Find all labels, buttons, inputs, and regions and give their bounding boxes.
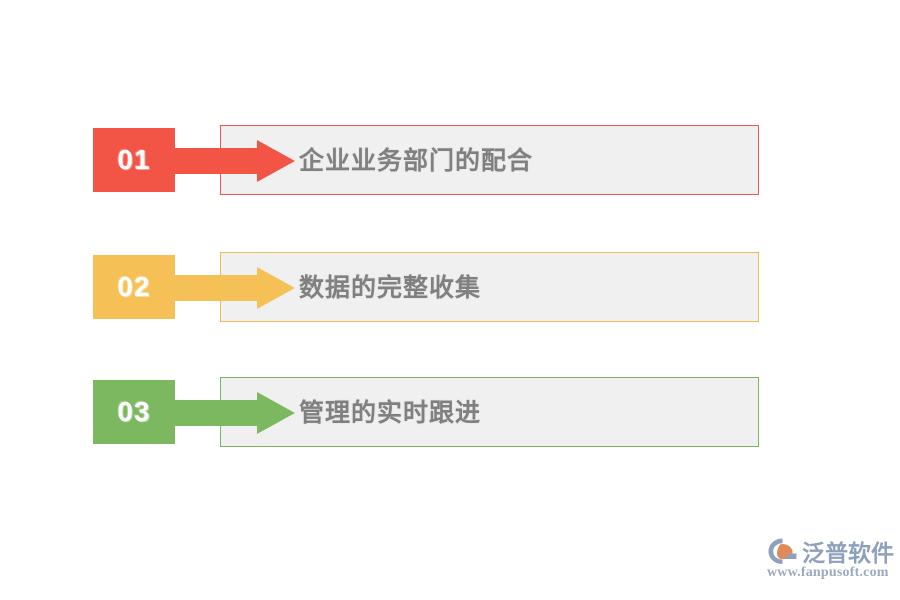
watermark: 泛普软件 www.fanpusoft.com — [766, 534, 894, 592]
step-row: 管理的实时跟进 03 — [0, 370, 900, 460]
step-label: 企业业务部门的配合 — [299, 147, 534, 175]
step-row: 企业业务部门的配合 01 — [0, 118, 900, 208]
step-number-tile: 03 — [93, 380, 175, 444]
step-panel: 数据的完整收集 — [220, 252, 759, 322]
step-row: 数据的完整收集 02 — [0, 245, 900, 335]
step-number: 01 — [117, 144, 151, 175]
watermark-brand-row: 泛普软件 — [766, 534, 894, 568]
step-number: 03 — [117, 396, 151, 427]
watermark-brand-text: 泛普软件 — [802, 541, 894, 567]
step-number: 02 — [117, 271, 151, 302]
watermark-url: www.fanpusoft.com — [767, 565, 889, 580]
arrow-right-icon — [160, 267, 295, 309]
fanpu-logo-icon — [766, 536, 800, 566]
step-label: 数据的完整收集 — [299, 274, 482, 302]
arrow-right-icon — [160, 140, 295, 182]
arrow-right-icon — [160, 392, 295, 434]
step-panel: 企业业务部门的配合 — [220, 125, 759, 195]
step-panel: 管理的实时跟进 — [220, 377, 759, 447]
step-label: 管理的实时跟进 — [299, 399, 482, 427]
